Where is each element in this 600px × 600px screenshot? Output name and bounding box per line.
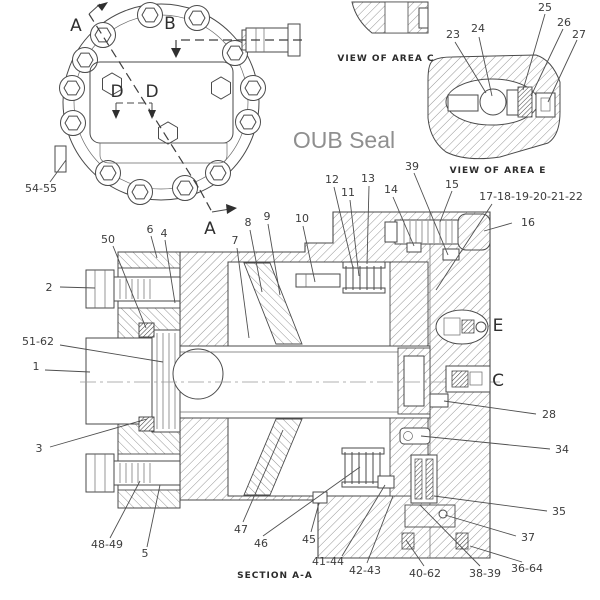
callout-3: 3	[36, 442, 43, 455]
callout-9: 9	[264, 210, 271, 223]
plug-45	[312, 491, 328, 504]
callout-4: 4	[161, 227, 168, 240]
piston-stack-lower	[341, 447, 385, 488]
plug-34	[399, 427, 431, 445]
cover-bolt-lower	[85, 453, 181, 493]
marker-c: C	[492, 371, 504, 391]
callout-10: 10	[295, 212, 309, 225]
relief-valve-plug	[384, 219, 461, 245]
callout-36-64: 36-64	[511, 562, 543, 575]
callout-40-62: 40-62	[409, 567, 441, 580]
callout-11: 11	[341, 186, 355, 199]
marker-a-top: A	[70, 16, 82, 36]
view-area-c	[351, 1, 429, 34]
foot-36	[455, 532, 469, 550]
callout-23: 23	[446, 28, 460, 41]
callout-54-55: 54-55	[25, 182, 57, 195]
marker-e: E	[493, 316, 504, 336]
valve-e	[435, 309, 489, 345]
callout-2: 2	[46, 281, 53, 294]
pin-41	[377, 475, 395, 489]
callout-45: 45	[302, 533, 316, 546]
seal-50	[138, 322, 155, 338]
marker-d-left: D	[110, 82, 123, 102]
section-view	[80, 211, 500, 559]
end-view	[54, 2, 302, 214]
callout-8: 8	[245, 216, 252, 229]
callout-13: 13	[361, 172, 375, 185]
valve-c	[445, 365, 491, 393]
callout-16: 16	[521, 216, 535, 229]
swash-plate-upper	[243, 262, 303, 345]
callout-41-44: 41-44	[312, 555, 344, 568]
front-cover	[117, 251, 181, 509]
cover-bolt-upper	[85, 269, 181, 309]
labels: A B D D A E C VIEW OF AREA C VIEW OF ARE…	[22, 1, 586, 581]
callout-6: 6	[147, 223, 154, 236]
callout-37: 37	[521, 531, 535, 544]
callout-38-39: 38-39	[469, 567, 501, 580]
callout-28: 28	[542, 408, 556, 421]
flange-tab	[54, 145, 67, 173]
foot-40	[401, 532, 415, 550]
callout-46: 46	[254, 537, 268, 550]
oub-seal-label: OUB Seal	[293, 127, 395, 153]
callout-51-62: 51-62	[22, 335, 54, 348]
view-b-marker	[171, 39, 302, 58]
output-shaft	[85, 329, 181, 433]
callout-27: 27	[572, 28, 586, 41]
view-area-e	[427, 54, 561, 160]
section-line-a-a	[88, 2, 237, 214]
flange-recess	[89, 61, 234, 144]
ring-28	[429, 393, 449, 408]
marker-b: B	[164, 14, 176, 34]
callout-35: 35	[552, 505, 566, 518]
caption-view-area-e: VIEW OF AREA E	[450, 166, 547, 176]
cartridge-35	[410, 454, 438, 504]
shaft-ball-joint	[172, 348, 224, 400]
callout-12: 12	[325, 173, 339, 186]
seat-14	[406, 242, 422, 253]
callout-15: 15	[445, 178, 459, 191]
marker-d-right: D	[145, 82, 158, 102]
callout-26: 26	[557, 16, 571, 29]
marker-a-bottom: A	[204, 219, 216, 239]
callout-24: 24	[471, 22, 485, 35]
callout-48-49: 48-49	[91, 538, 123, 551]
callout-1: 1	[33, 360, 40, 373]
callout-50: 50	[101, 233, 115, 246]
callout-47: 47	[234, 523, 248, 536]
swash-plate-lower	[243, 418, 303, 496]
piston-stack-upper	[342, 261, 386, 294]
callout-14: 14	[384, 183, 398, 196]
section-line-d-d	[112, 102, 156, 119]
callout-39: 39	[405, 160, 419, 173]
callout-7: 7	[232, 234, 239, 247]
callout-34: 34	[555, 443, 569, 456]
screw-37	[438, 509, 448, 519]
callout-5: 5	[142, 547, 149, 560]
caption-view-area-c: VIEW OF AREA C	[337, 54, 434, 64]
caption-section-a-a: SECTION A-A	[237, 571, 313, 581]
callout-42-43: 42-43	[349, 564, 381, 577]
callout-25: 25	[538, 1, 552, 14]
leader-lines	[44, 13, 578, 567]
callout-17-22: 17-18-19-20-21-22	[479, 190, 583, 203]
ball-detail	[479, 88, 507, 116]
